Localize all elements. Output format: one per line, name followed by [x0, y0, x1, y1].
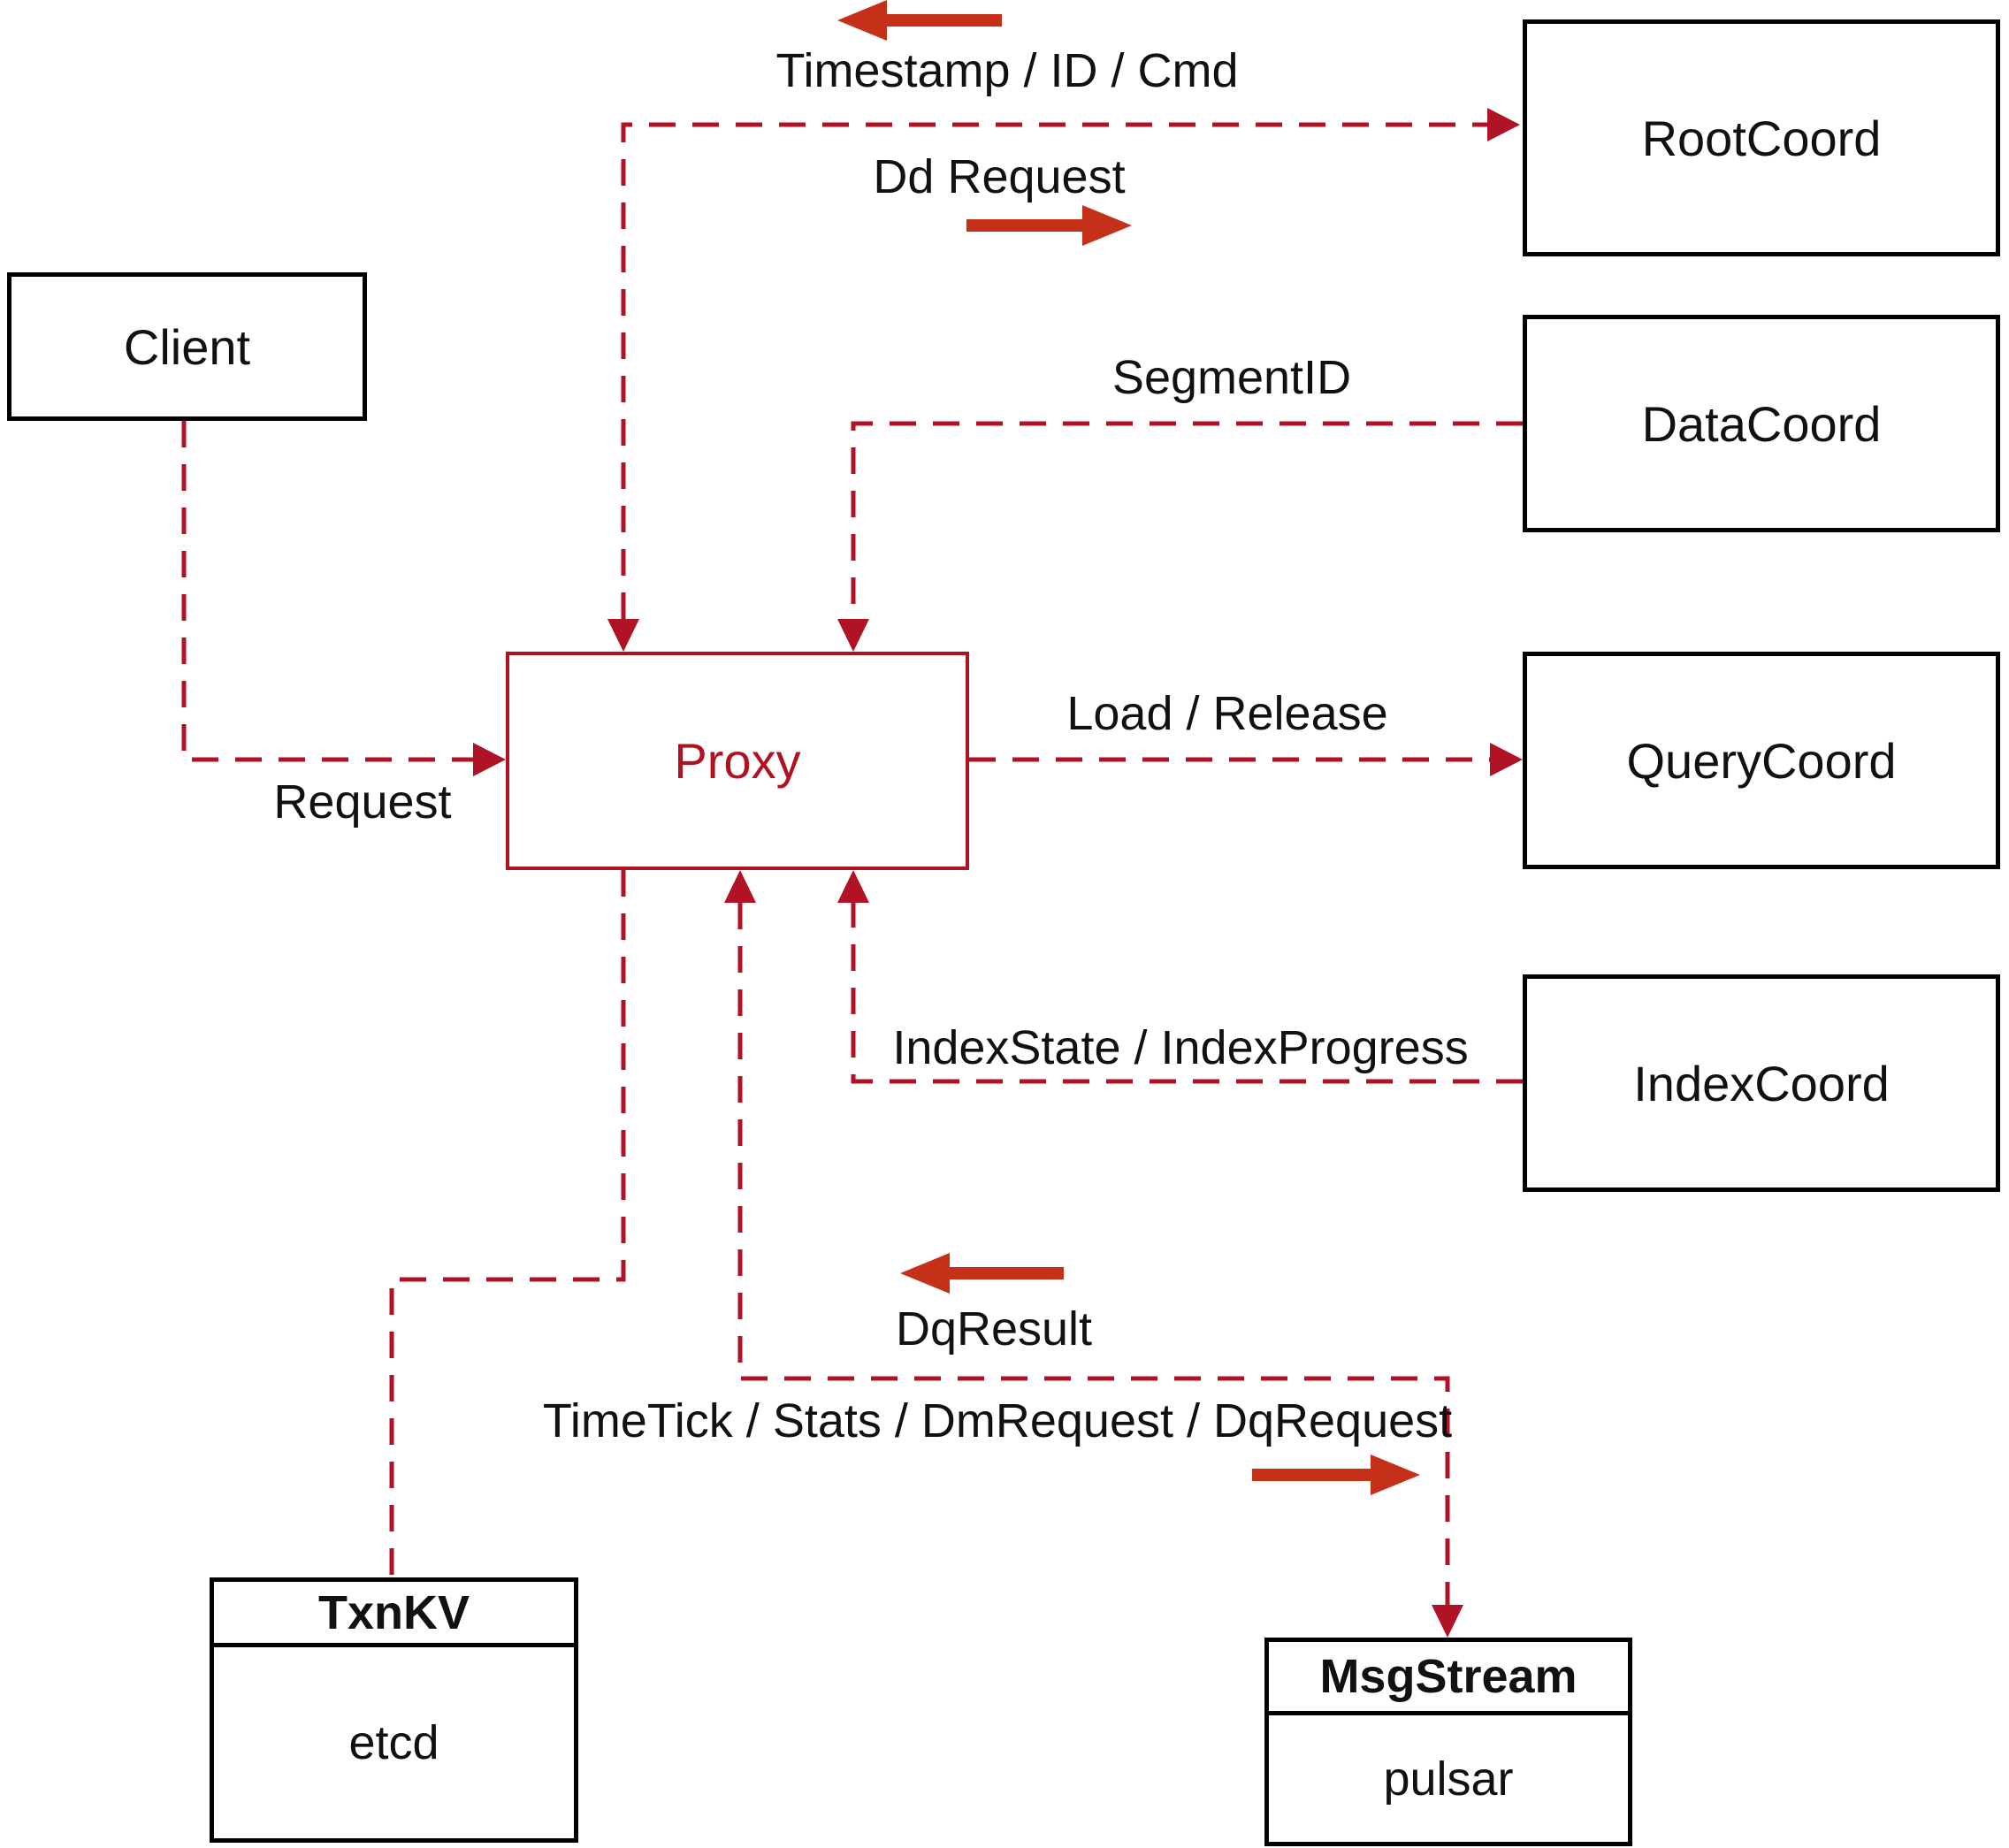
edge-label-segmentid: SegmentID	[1111, 351, 1352, 404]
edge-label-indexstate: IndexState / IndexProgress	[892, 1021, 1469, 1074]
node-querycoord-label: QueryCoord	[1626, 732, 1897, 789]
edge-proxy-msgstream	[737, 903, 1450, 1605]
edge-proxy-txnkv	[389, 870, 626, 1577]
arrowhead-into-proxy-left	[473, 743, 506, 776]
node-indexcoord-label: IndexCoord	[1633, 1055, 1890, 1111]
direction-arrow-left-timestamp	[837, 0, 1002, 41]
arrowhead-msgstream-into-proxy-bottom	[724, 870, 756, 903]
node-proxy: Proxy	[506, 652, 969, 870]
node-msgstream-subtitle: pulsar	[1383, 1752, 1514, 1806]
node-txnkv-subtitle: etcd	[348, 1716, 439, 1769]
node-datacoord-label: DataCoord	[1641, 395, 1882, 452]
node-txnkv-title: TxnKV	[214, 1582, 574, 1647]
node-indexcoord: IndexCoord	[1523, 974, 2000, 1192]
edge-datacoord-proxy	[851, 421, 1523, 619]
edge-proxy-rootcoord	[621, 122, 1487, 619]
node-msgstream-title: MsgStream	[1269, 1642, 1628, 1715]
node-rootcoord-label: RootCoord	[1641, 110, 1882, 166]
edge-label-dd-request: Dd Request	[873, 150, 1126, 203]
edge-label-timestamp: Timestamp / ID / Cmd	[775, 44, 1239, 97]
node-querycoord: QueryCoord	[1523, 652, 2000, 869]
node-datacoord: DataCoord	[1523, 315, 2000, 532]
direction-arrow-right-timetick	[1252, 1455, 1420, 1495]
node-txnkv: TxnKV etcd	[210, 1577, 578, 1843]
edge-label-dqresult: DqResult	[895, 1302, 1093, 1355]
direction-arrow-right-dd-request	[966, 205, 1132, 246]
node-client-label: Client	[123, 318, 251, 375]
node-msgstream: MsgStream pulsar	[1264, 1638, 1632, 1846]
arrowhead-rootcoord-into-proxy-top	[607, 619, 639, 652]
edge-label-timetick: TimeTick / Stats / DmRequest / DqRequest	[542, 1394, 1453, 1447]
edge-indexcoord-proxy	[851, 903, 1523, 1084]
edge-client-proxy	[181, 421, 473, 762]
arrowhead-into-querycoord	[1490, 743, 1523, 776]
node-proxy-label: Proxy	[674, 733, 801, 789]
arrowhead-indexcoord-into-proxy-bottom	[837, 870, 869, 903]
arrowhead-into-rootcoord	[1487, 108, 1520, 141]
node-rootcoord: RootCoord	[1523, 19, 2000, 256]
edge-label-request: Request	[273, 775, 452, 829]
node-client: Client	[7, 272, 367, 421]
arrowhead-datacoord-into-proxy-top	[837, 619, 869, 652]
edge-label-load-release: Load / Release	[1066, 687, 1388, 740]
arrowhead-into-msgstream	[1432, 1605, 1463, 1638]
direction-arrow-left-dqresult	[900, 1253, 1064, 1294]
